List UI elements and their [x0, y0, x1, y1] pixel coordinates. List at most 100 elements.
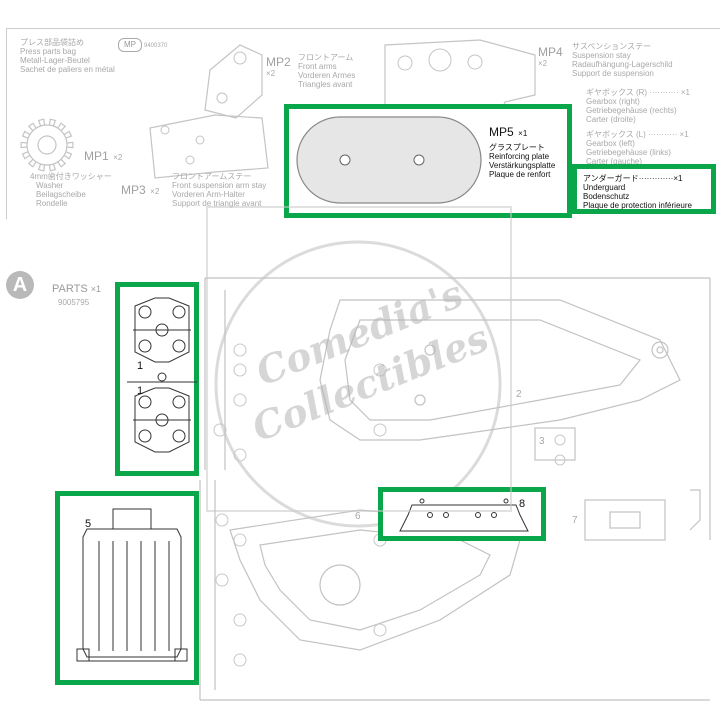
mp1-jp: 4mm歯付きワッシャー: [30, 172, 112, 181]
underguard-dots: ·············: [638, 174, 674, 183]
gearbox-r-en: Gearbox (right): [586, 97, 640, 106]
underguard-highlight-box: アンダーガード·············×1 Underguard Bodens…: [572, 164, 716, 214]
part-number-6: 6: [355, 511, 361, 522]
gearbox-r-jp: ギヤボックス (R): [586, 88, 648, 97]
part-number-1b: 1: [137, 385, 144, 397]
mp2-desc: フロントアーム Front arms Vorderen Armes Triang…: [298, 53, 355, 89]
part-1-highlight-box: 1 1: [115, 282, 199, 476]
washer-tooth: [21, 130, 31, 139]
part-number-7: 7: [572, 515, 578, 526]
washer-tooth: [66, 141, 74, 149]
mp5-id: MP5: [489, 125, 514, 139]
mp1-qty: ×2: [113, 153, 123, 162]
washer-tooth: [37, 163, 46, 172]
watermark-frame: [206, 206, 512, 512]
bag-title: プレス部品袋詰め Press parts bag Metall-Lager-Be…: [20, 38, 115, 74]
mp4-desc: サスペンションステー Suspension stay Radaufhängung…: [572, 42, 673, 78]
mp5-jp: グラスプレート: [489, 143, 545, 152]
mp5-label: MP5 ×1: [489, 123, 527, 141]
washer-tooth: [27, 122, 37, 132]
mp-badge: MP: [118, 38, 142, 52]
mp4-en: Suspension stay: [572, 51, 631, 60]
mp3-jp: フロントアームステー: [172, 172, 252, 181]
underguard-fr: Plaque de protection inférieure: [583, 201, 692, 210]
mp3-label: MP3 ×2: [121, 181, 159, 199]
part-8-highlight-box: 8: [378, 487, 546, 541]
sprue-a-badge: A: [6, 271, 34, 299]
gearbox-l-qty: ×1: [679, 130, 689, 139]
part-number-1a: 1: [137, 360, 144, 372]
washer-tooth: [20, 141, 28, 149]
mp1-fr: Rondelle: [36, 199, 68, 208]
gearbox-r-qty: ×1: [680, 88, 690, 97]
part-1-drawing: [127, 297, 197, 453]
mp3-en: Front suspension arm stay: [172, 181, 267, 190]
gearbox-right-desc: ギヤボックス (R) ··········· ×1 Gearbox (right…: [586, 88, 690, 124]
part-number-3: 3: [539, 436, 545, 447]
mp4-label: MP4 ×2: [538, 45, 563, 68]
top-section-border: [6, 28, 720, 219]
bag-code: 9400370: [144, 43, 168, 49]
gearbox-r-fr: Carter (droite): [586, 115, 636, 124]
sprue-a-letter: A: [12, 274, 28, 296]
mp1-en: Washer: [36, 181, 64, 190]
sprue-a-code: 9005795: [58, 298, 90, 307]
mp3-qty: ×2: [150, 187, 160, 196]
mp2-fr: Triangles avant: [298, 80, 353, 89]
underguard-en: Underguard: [583, 183, 626, 192]
bag-title-jp: プレス部品袋詰め: [20, 38, 84, 47]
part-number-5: 5: [85, 518, 92, 530]
part-5-highlight-box: 5: [55, 491, 199, 685]
part-number-8: 8: [519, 498, 526, 510]
underguard-qty: ×1: [673, 174, 683, 183]
washer-tooth: [48, 163, 57, 172]
mp1-label: MP1 ×2: [84, 147, 122, 165]
washer-tooth: [37, 118, 46, 127]
reinforcing-plate-drawing: [296, 116, 482, 204]
part-number-2: 2: [516, 389, 522, 400]
washer-tooth: [63, 151, 73, 160]
mp4-id: MP4: [538, 45, 563, 59]
gearbox-r-de: Getriebegehäuse (rechts): [586, 106, 677, 115]
mp2-en: Front arms: [298, 62, 337, 71]
mp5-highlight-box: MP5 ×1 グラスプレート Reinforcing plate Verstär…: [284, 104, 572, 218]
bag-title-de: Metall-Lager-Beutel: [20, 56, 90, 65]
sprue-a-label-text: PARTS: [52, 283, 88, 295]
washer-tooth: [48, 118, 57, 127]
washer-tooth: [57, 122, 67, 132]
mp-badge-label: MP: [124, 40, 136, 49]
mp5-fr: Plaque de renfort: [489, 170, 551, 179]
mp3-de: Vorderen Arm-Halter: [172, 190, 245, 199]
mp3-fr: Support de triangle avant: [172, 199, 262, 208]
sprue-a-label: PARTS ×1: [52, 283, 101, 295]
underguard-jp: アンダーガード: [583, 174, 639, 183]
mp3-id: MP3: [121, 183, 146, 197]
mp2-de: Vorderen Armes: [298, 71, 356, 80]
bag-title-en: Press parts bag: [20, 47, 77, 56]
mp3-desc: フロントアームステー Front suspension arm stay Vor…: [172, 172, 266, 208]
part-5-drawing: [76, 508, 188, 662]
mp5-desc: グラスプレート Reinforcing plate Verstärkungspl…: [489, 143, 555, 179]
gearbox-l-en: Gearbox (left): [586, 139, 635, 148]
mp2-label: MP2 ×2: [266, 55, 291, 78]
sprue-a-qty: ×1: [90, 284, 101, 294]
underguard-desc: アンダーガード·············×1 Underguard Bodens…: [583, 174, 692, 210]
washer-tooth: [63, 130, 73, 139]
mp4-de: Radaufhängung-Lagerschild: [572, 60, 673, 69]
bag-title-fr: Sachet de paliers en métal: [20, 65, 115, 74]
mp2-jp: フロントアーム: [298, 53, 354, 62]
gearbox-l-jp: ギヤボックス (L): [586, 130, 646, 139]
mp1-id: MP1: [84, 149, 109, 163]
mp1-de: Beilagscheibe: [36, 190, 86, 199]
gearbox-l-fr: Carter (gauche): [586, 157, 643, 166]
mp1-desc: 4mm歯付きワッシャー Washer Beilagscheibe Rondell…: [30, 172, 112, 208]
underguard-part-8-drawing: [399, 498, 529, 532]
mp2-id: MP2: [266, 55, 291, 69]
mp5-en: Reinforcing plate: [489, 152, 550, 161]
gearbox-l-de: Getriebegehäuse (links): [586, 148, 671, 157]
washer-tooth: [27, 158, 37, 168]
washer-tooth: [57, 158, 67, 168]
mp4-jp: サスペンションステー: [572, 42, 652, 51]
underguard-de: Bodenschutz: [583, 192, 630, 201]
